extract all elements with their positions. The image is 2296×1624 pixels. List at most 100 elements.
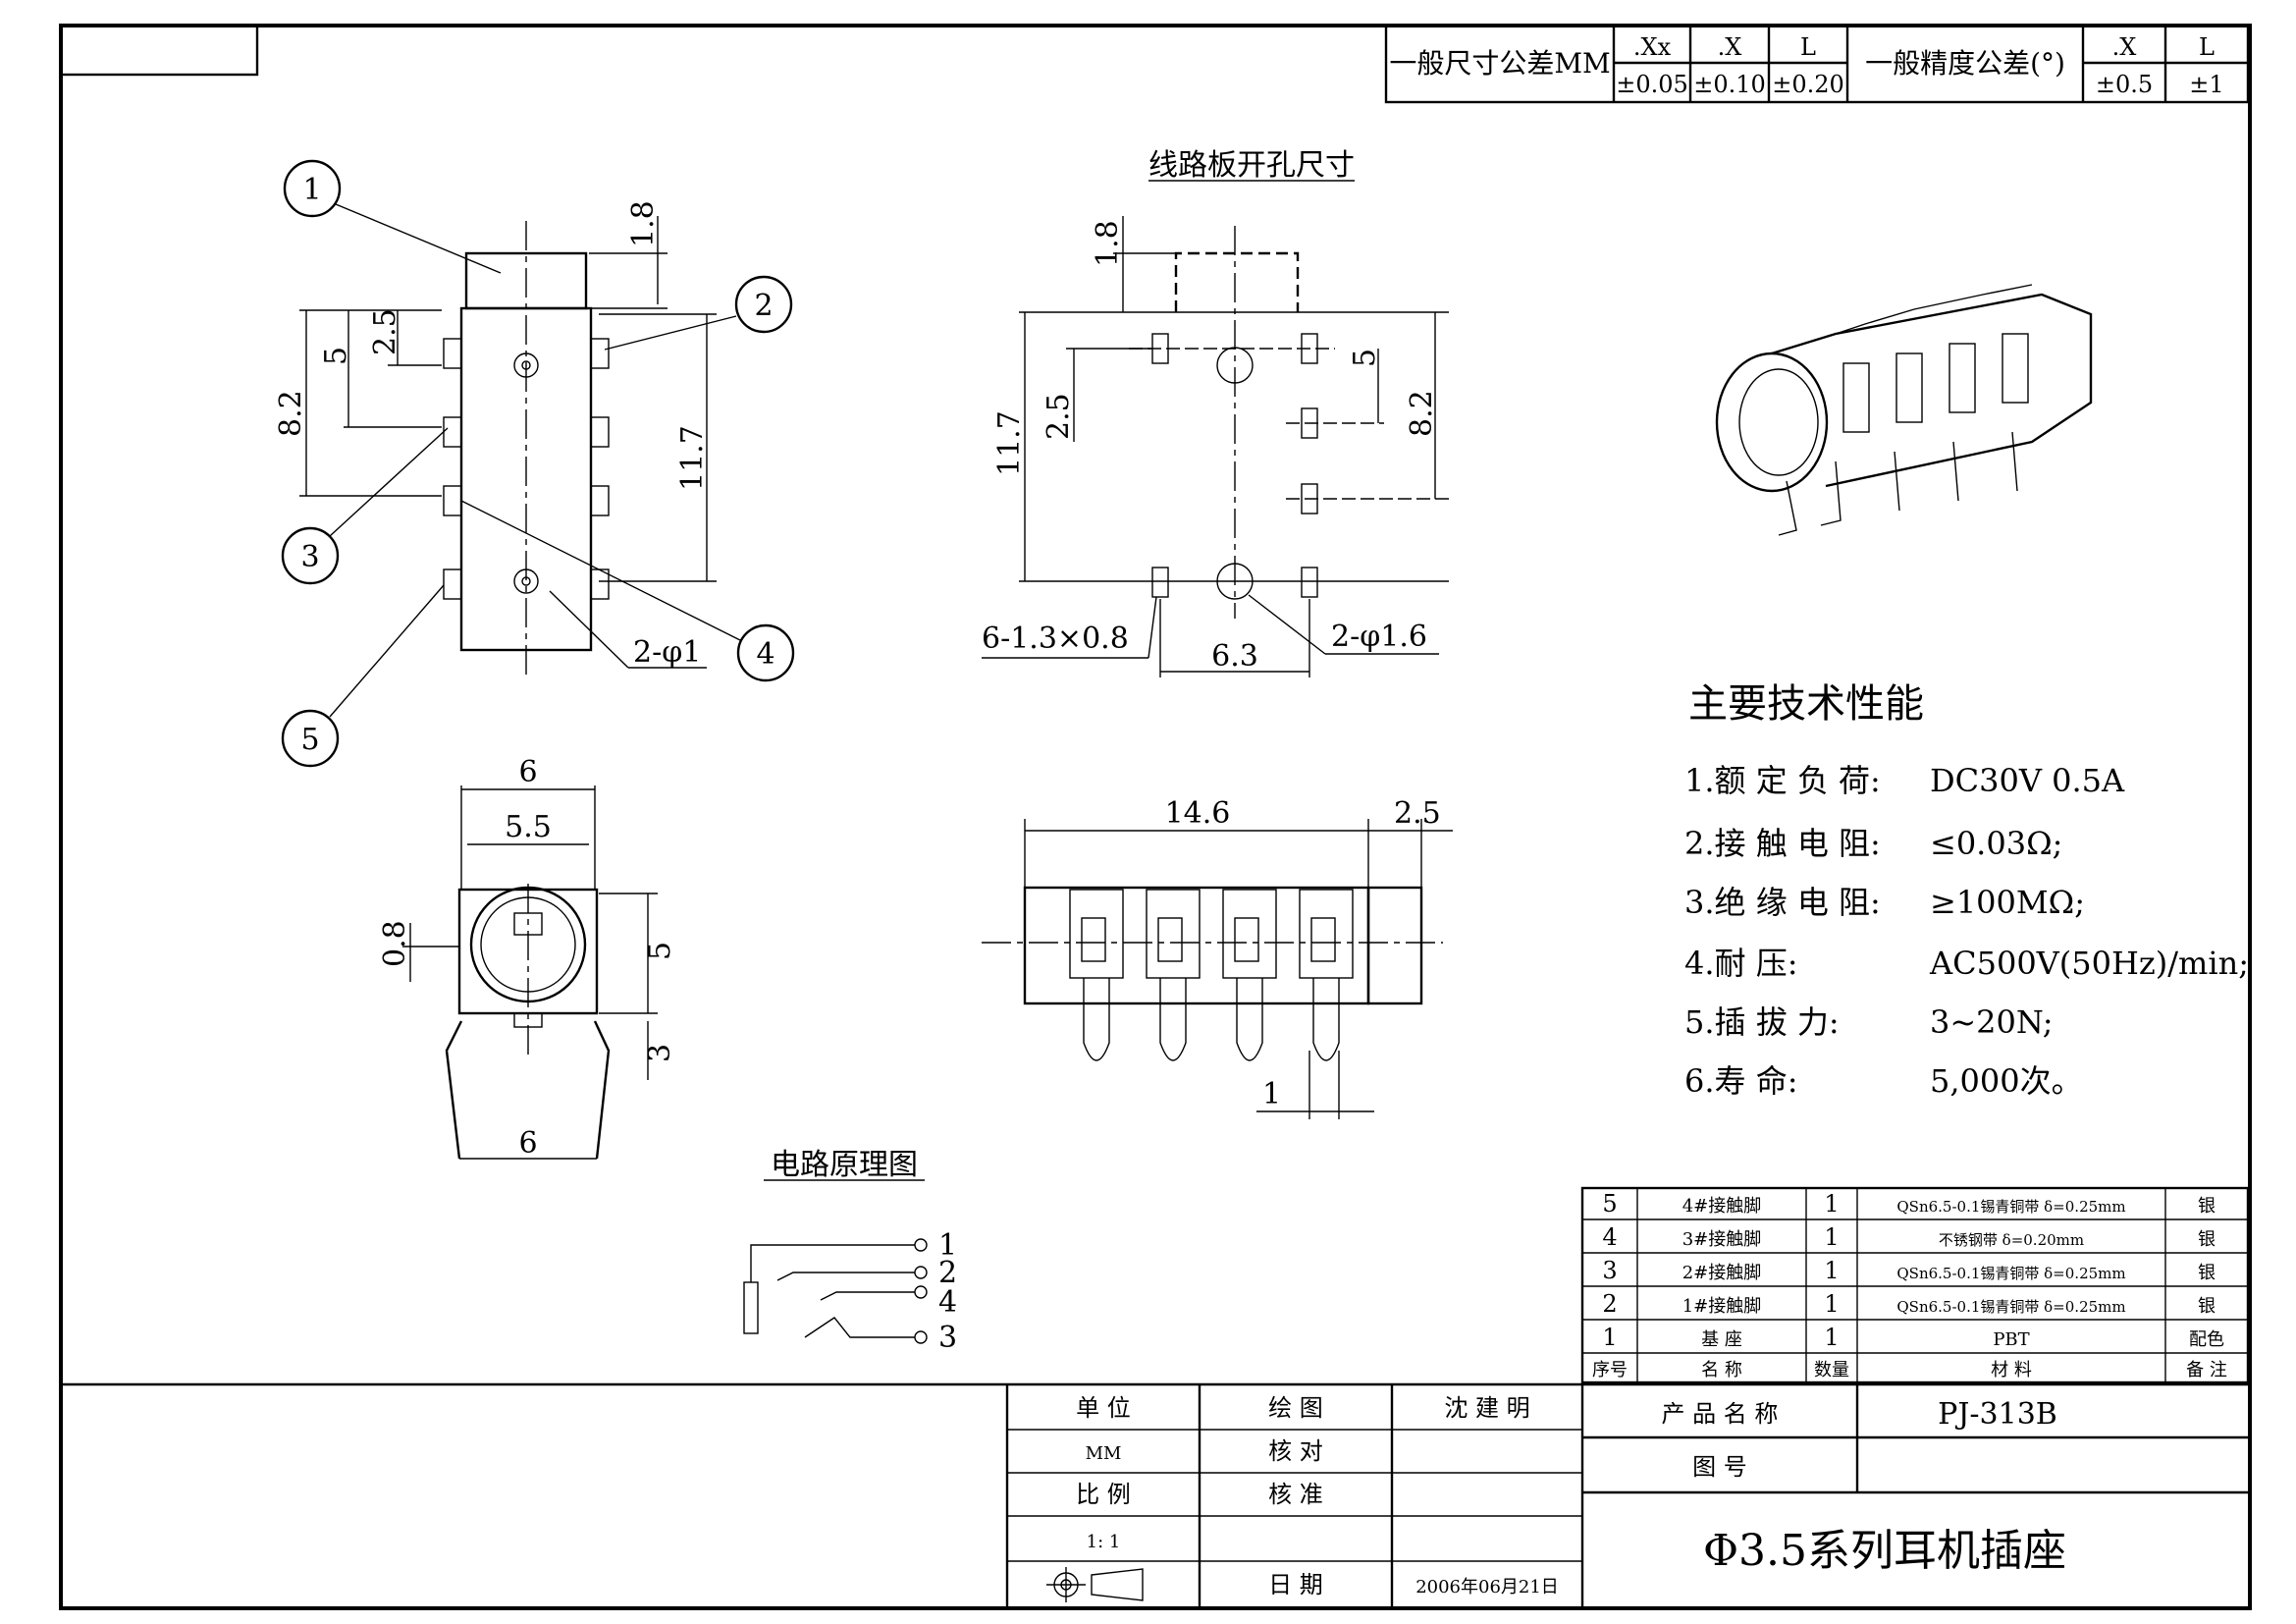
- svg-text:5: 5: [300, 723, 319, 757]
- svg-text:1: 1: [302, 173, 321, 207]
- front-view-hole-bottom: [513, 568, 539, 594]
- tolerance-block: 一般尺寸公差MM .Xx .X L ±0.05 ±0.10 ±0.20 一般精度…: [1384, 24, 2250, 104]
- svg-text:银: 银: [2198, 1263, 2216, 1283]
- bom-row: 4 3#接触脚 1 不锈钢带 δ=0.20mm 银: [1602, 1223, 2216, 1251]
- svg-text:2#接触脚: 2#接触脚: [1682, 1263, 1762, 1283]
- spec-label-5: 5.插 拔 力:: [1684, 1003, 1840, 1041]
- bom-table: 5 4#接触脚 1 QSn6.5-0.1锡青铜带 δ=0.25mm 银 4 3#…: [1580, 1186, 2250, 1384]
- general-dim-tolerance-label: 一般尺寸公差MM: [1389, 47, 1610, 80]
- drawn-value: 沈 建 明: [1444, 1394, 1529, 1422]
- circuit-pin-1: 1: [938, 1228, 957, 1263]
- svg-text:3#接触脚: 3#接触脚: [1682, 1229, 1762, 1250]
- end-dim-6-bottom: 6: [518, 1126, 537, 1161]
- angle-header-l: L: [2199, 33, 2215, 61]
- bom-row: 1 基 座 1 PBT 配色: [1602, 1324, 2224, 1351]
- svg-text:1#接触脚: 1#接触脚: [1682, 1296, 1762, 1317]
- bom-row: 5 4#接触脚 1 QSn6.5-0.1锡青铜带 δ=0.25mm 银: [1602, 1190, 2216, 1218]
- svg-text:1: 1: [1824, 1290, 1839, 1318]
- side-view-body: [1023, 886, 1370, 1005]
- side-view: 14.6 2.5 1: [982, 796, 1453, 1119]
- drawn-label: 绘 图: [1268, 1394, 1323, 1422]
- svg-text:1: 1: [1602, 1324, 1617, 1351]
- title-block: 单 位 MM 比 例 1: 1 绘 图 核 对 核 准 日 期 沈 建 明 20…: [61, 1382, 2248, 1606]
- svg-text:材 料: 材 料: [1991, 1360, 2032, 1380]
- pcb-hole-layout: 线路板开孔尺寸 1.8 11.7 2.5 5 8.2: [982, 148, 1453, 677]
- callout-3: 3: [281, 427, 449, 585]
- svg-text:1: 1: [1824, 1190, 1839, 1218]
- svg-text:5: 5: [1602, 1190, 1617, 1218]
- bom-row: 3 2#接触脚 1 QSn6.5-0.1锡青铜带 δ=0.25mm 银: [1602, 1257, 2216, 1284]
- pcb-dim-11-7: 11.7: [992, 410, 1027, 476]
- date-label: 日 期: [1268, 1571, 1323, 1598]
- front-dim-holes: 2-φ1: [633, 635, 701, 670]
- end-dim-5: 5: [643, 942, 677, 960]
- circuit-pin-3: 3: [938, 1321, 957, 1355]
- scale-label: 比 例: [1076, 1481, 1131, 1508]
- side-dim-14-6: 14.6: [1165, 796, 1231, 831]
- angle-tolerance-label: 一般精度公差(°): [1865, 47, 2065, 80]
- svg-text:4: 4: [756, 637, 774, 672]
- circuit-pin-4: 4: [938, 1285, 957, 1320]
- end-dim-6-top: 6: [518, 755, 537, 789]
- svg-text:备 注: 备 注: [2186, 1360, 2227, 1380]
- angle-value-x: ±0.5: [2096, 71, 2153, 98]
- front-dim-5: 5: [319, 347, 353, 365]
- product-name-label: 产 品 名 称: [1662, 1400, 1779, 1428]
- end-dim-5-5: 5.5: [505, 810, 552, 844]
- pcb-dim-pitch: 6.3: [1211, 639, 1258, 674]
- bom-header-row: 序号 名 称 数量 材 料 备 注: [1592, 1360, 2227, 1380]
- svg-text:3: 3: [300, 540, 319, 574]
- check-label: 核 对: [1268, 1437, 1323, 1465]
- front-dim-8-2: 8.2: [274, 390, 308, 437]
- pcb-dim-8-2: 8.2: [1405, 390, 1439, 437]
- circuit-title: 电路原理图: [771, 1148, 918, 1182]
- callout-4: 4: [460, 500, 795, 682]
- series-title: Φ3.5系列耳机插座: [1703, 1526, 2066, 1576]
- spec-label-2: 2.接 触 电 阻:: [1684, 825, 1881, 862]
- scale-value: 1: 1: [1087, 1532, 1121, 1552]
- tol-header-x: .X: [1718, 33, 1742, 61]
- angle-value-l: ±1: [2189, 71, 2223, 98]
- spec-label-4: 4.耐 压:: [1684, 945, 1798, 982]
- drawing-no-label: 图 号: [1692, 1453, 1747, 1481]
- pcb-hole-top: [1216, 347, 1254, 384]
- svg-text:4#接触脚: 4#接触脚: [1682, 1196, 1762, 1217]
- svg-text:2: 2: [1602, 1290, 1617, 1318]
- approve-label: 核 准: [1268, 1481, 1323, 1508]
- front-dim-2-5: 2.5: [368, 308, 402, 355]
- spec-value-6: 5,000次。: [1930, 1062, 2083, 1100]
- svg-text:QSn6.5-0.1锡青铜带 δ=0.25mm: QSn6.5-0.1锡青铜带 δ=0.25mm: [1896, 1298, 2125, 1316]
- end-view: 6 5.5 0.8 5 3 6: [378, 755, 677, 1161]
- front-view: 1.8 11.7 8.2 5 2.5 2-φ1 1 2 3: [274, 159, 795, 768]
- svg-text:基 座: 基 座: [1701, 1329, 1742, 1350]
- projection-symbol-icon: [1046, 1567, 1144, 1602]
- pcb-dim-5: 5: [1348, 349, 1382, 367]
- tol-value-l: ±0.20: [1772, 71, 1844, 98]
- svg-text:4: 4: [1602, 1223, 1617, 1251]
- spec-label-3: 3.绝 缘 电 阻:: [1684, 884, 1881, 921]
- end-dim-0-8: 0.8: [378, 920, 412, 967]
- pcb-dim-holes: 2-φ1.6: [1331, 620, 1427, 654]
- front-view-hole-top: [513, 352, 539, 378]
- tech-specs: 主要技术性能 1.额 定 负 荷: DC30V 0.5A 2.接 触 电 阻: …: [1684, 681, 2249, 1100]
- svg-text:银: 银: [2198, 1196, 2216, 1217]
- side-view-contacts: [1069, 889, 1354, 1061]
- callout-1: 1: [283, 159, 502, 274]
- isometric-view: [1715, 284, 2093, 536]
- svg-text:PBT: PBT: [1993, 1329, 2029, 1350]
- tol-header-xx: .Xx: [1633, 33, 1672, 61]
- tol-value-x: ±0.10: [1693, 71, 1766, 98]
- svg-text:不锈钢带 δ=0.20mm: 不锈钢带 δ=0.20mm: [1939, 1231, 2084, 1249]
- spec-value-4: AC500V(50Hz)/min;: [1929, 945, 2249, 982]
- angle-header-x: .X: [2112, 33, 2137, 61]
- pcb-dim-1-8: 1.8: [1091, 220, 1125, 267]
- sheet-border: [59, 24, 2252, 1610]
- svg-text:QSn6.5-0.1锡青铜带 δ=0.25mm: QSn6.5-0.1锡青铜带 δ=0.25mm: [1896, 1198, 2125, 1216]
- pcb-dim-2-5: 2.5: [1041, 393, 1076, 440]
- callout-5: 5: [281, 584, 445, 768]
- svg-text:配色: 配色: [2189, 1329, 2224, 1350]
- spec-value-5: 3~20N;: [1930, 1003, 2054, 1041]
- pcb-hole-bottom: [1216, 563, 1254, 600]
- callout-2: 2: [604, 275, 793, 351]
- pcb-dim-slots: 6-1.3×0.8: [982, 622, 1129, 656]
